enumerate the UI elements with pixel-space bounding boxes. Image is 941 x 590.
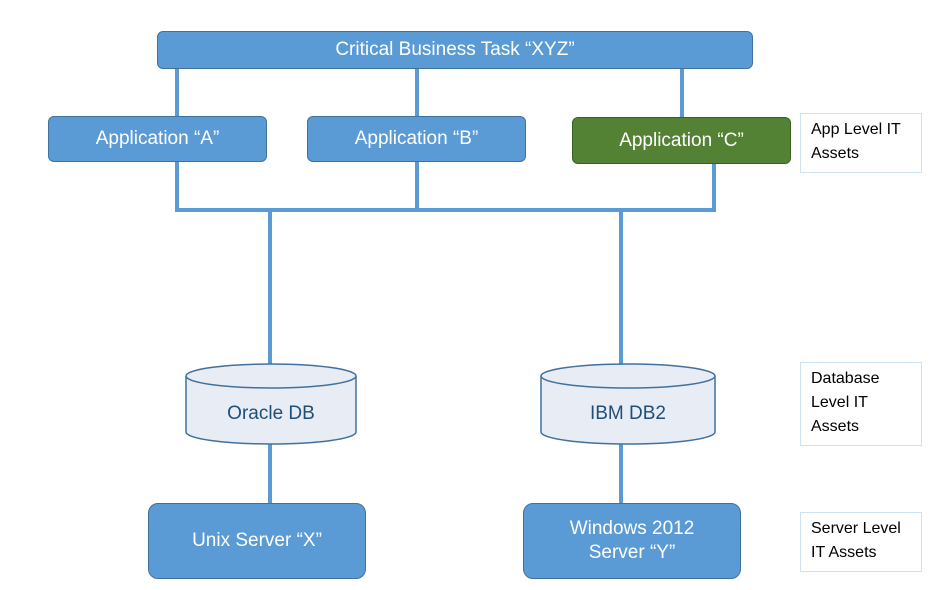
ibm-db2-cylinder — [540, 363, 716, 445]
legend-app-line1: App Level IT — [811, 121, 901, 138]
application-c-label: Application “C” — [619, 129, 744, 151]
windows-server-y: Windows 2012 Server “Y” — [523, 503, 741, 579]
oracle-db-label: Oracle DB — [227, 403, 315, 424]
ibm-db2-label: IBM DB2 — [589, 403, 667, 424]
windows-server-label-line1: Windows 2012 — [569, 518, 695, 540]
application-c: Application “C” — [572, 117, 791, 164]
legend-database-level: Database Level IT Assets — [800, 362, 922, 446]
application-b: Application “B” — [307, 116, 526, 162]
legend-database-line2: Level IT — [811, 394, 868, 411]
legend-server-line2: IT Assets — [811, 544, 877, 561]
legend-database-line1: Database — [811, 370, 880, 387]
legend-app-level: App Level IT Assets — [800, 113, 922, 173]
oracle-db-label-box: Oracle DB — [186, 394, 356, 434]
legend-app-line2: Assets — [811, 145, 860, 162]
task-critical-business: Critical Business Task “XYZ” — [157, 31, 753, 69]
legend-database-line3: Assets — [811, 418, 860, 435]
task-label: Critical Business Task “XYZ” — [335, 39, 575, 61]
application-b-label: Application “B” — [354, 128, 479, 150]
legend-server-line1: Server Level — [811, 520, 901, 537]
windows-server-label-line2: Server “Y” — [588, 542, 676, 563]
unix-server-label: Unix Server “X” — [192, 530, 322, 552]
legend-server-level: Server Level IT Assets — [800, 512, 922, 572]
application-a: Application “A” — [48, 116, 267, 162]
oracle-db-cylinder — [185, 363, 357, 445]
ibm-db2-label-box: IBM DB2 — [541, 394, 715, 434]
application-a-label: Application “A” — [95, 128, 220, 150]
unix-server-x: Unix Server “X” — [148, 503, 366, 579]
